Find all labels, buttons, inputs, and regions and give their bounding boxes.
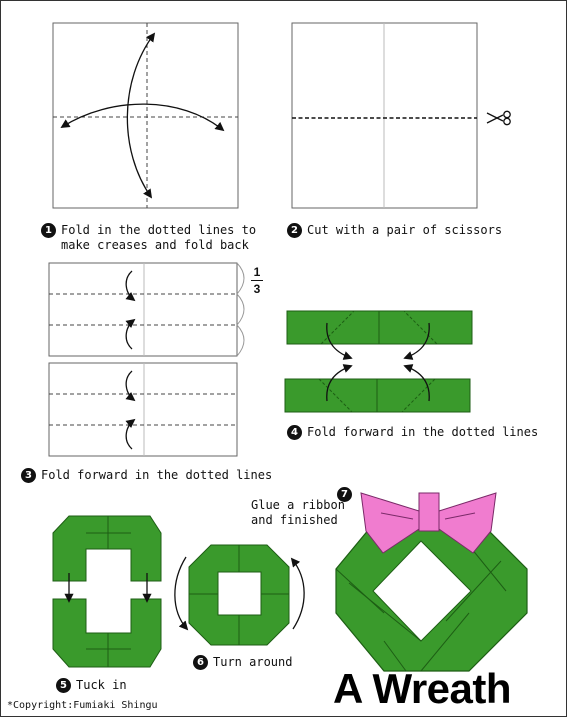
- step-number-4: 4: [287, 425, 302, 440]
- fraction-numerator: 1: [253, 265, 261, 279]
- step-number-1: 1: [41, 223, 56, 238]
- step-number-2: 2: [287, 223, 302, 238]
- step7-caption: Glue a ribbon and finished: [251, 498, 345, 527]
- step1-square: [52, 22, 239, 209]
- step3-strip-top: [48, 262, 245, 357]
- fold-arrow-horizontal: [60, 103, 225, 132]
- step6-octagon: [174, 544, 305, 646]
- step-number-5: 5: [56, 678, 71, 693]
- step5-pieces: [52, 515, 162, 668]
- step-number-3: 3: [21, 468, 36, 483]
- copyright-notice: *Copyright:Fumiaki Shingu: [7, 700, 158, 711]
- ribbon-bow: [360, 492, 497, 554]
- step2-square: [291, 22, 478, 209]
- step4-strips: [284, 310, 473, 413]
- step-number-6: 6: [193, 655, 208, 670]
- finished-wreath: [335, 510, 528, 672]
- fraction-denominator: 3: [253, 282, 261, 296]
- step4-caption: Fold forward in the dotted lines: [307, 425, 539, 439]
- step-number-7: 7: [337, 487, 352, 502]
- step6-caption: Turn around: [213, 655, 293, 669]
- fraction-one-third: 1 3: [251, 265, 263, 296]
- step2-caption: Cut with a pair of scissors: [307, 223, 503, 237]
- step5-caption: Tuck in: [76, 678, 127, 692]
- step3-strip-bottom: [48, 362, 238, 457]
- scissors-icon: [486, 110, 511, 126]
- page-title: A Wreath: [333, 665, 512, 712]
- step1-caption: Fold in the dotted lines to make creases…: [61, 223, 257, 252]
- fold-arrow-vertical: [126, 32, 156, 199]
- step3-caption: Fold forward in the dotted lines: [41, 468, 273, 482]
